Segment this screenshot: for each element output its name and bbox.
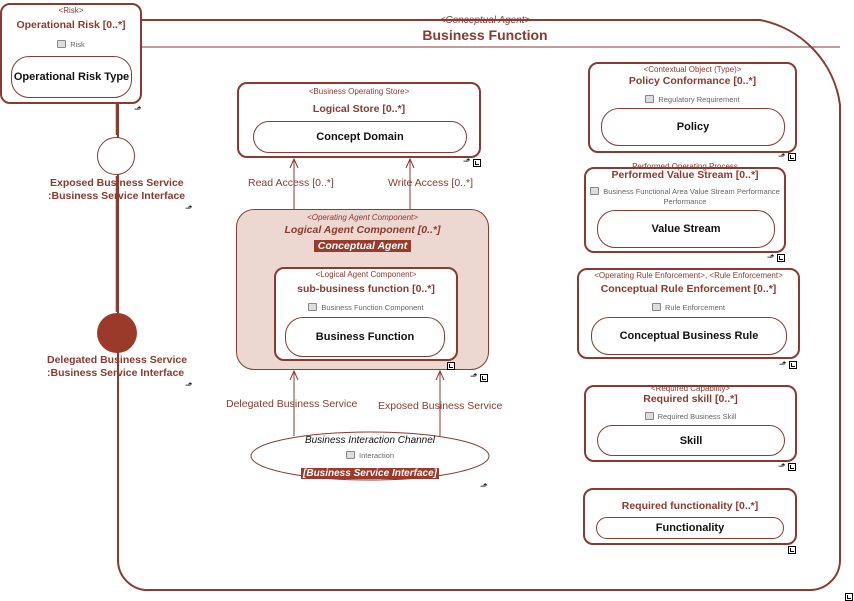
nested-icon[interactable] [845, 593, 853, 601]
expand-icon[interactable]: ⬏ [779, 359, 787, 369]
delegated-service-label: Delegated Business Service [226, 398, 358, 410]
frame-title: Business Function [422, 27, 548, 43]
expand-icon[interactable]: ⬏ [470, 371, 478, 381]
lac-type: Conceptual Agent [313, 240, 412, 252]
skill-box[interactable]: <Required Capability> Required skill [0.… [584, 384, 797, 462]
functionality-box[interactable]: Required functionality [0..*] Functional… [583, 488, 797, 545]
frame-stereotype: <Conceptual Agent> [439, 15, 531, 26]
expand-icon[interactable]: ⬏ [767, 252, 775, 262]
vs-inner[interactable]: Value Stream [597, 210, 775, 248]
policy-stereotype: <Contextual Object (Type)> [643, 65, 742, 74]
rule-type: Rule Enforcement [579, 303, 798, 312]
class-icon [57, 40, 67, 48]
class-icon [308, 303, 318, 311]
delegated-port-label-1: Delegated Business Service [47, 354, 188, 366]
risk-inner[interactable]: Operational Risk Type [11, 56, 132, 98]
nested-icon[interactable] [789, 361, 797, 369]
func-name: Required functionality [0..*] [621, 500, 759, 512]
expand-icon[interactable]: ⬏ [185, 380, 193, 390]
nested-icon[interactable] [447, 362, 455, 370]
vs-stereotype: Performed Operating Process [632, 162, 738, 171]
store-stereotype: <Business Operating Store> [308, 87, 410, 96]
skill-name: Required skill [0..*] [643, 393, 738, 405]
vs-type: Business Functional Area Value Stream Pe… [586, 187, 784, 196]
channel-name: Business Interaction Channel [304, 435, 436, 446]
func-inner[interactable]: Functionality [596, 517, 784, 539]
expand-icon[interactable]: ⬏ [480, 481, 488, 491]
sub-business-function[interactable]: <Logical Agent Component> sub-business f… [274, 267, 458, 361]
logical-agent-component[interactable]: <Operating Agent Component> Logical Agen… [236, 209, 489, 370]
expand-icon[interactable]: ⬏ [778, 461, 786, 471]
class-icon [644, 412, 654, 420]
lac-stereotype: <Operating Agent Component> [307, 213, 418, 222]
risk-box[interactable]: <Risk> Operational Risk [0..*] Risk Oper… [0, 3, 142, 104]
expand-icon[interactable]: ⬏ [778, 151, 786, 161]
delegated-port[interactable] [97, 313, 137, 353]
skill-type: Required Business Skill [586, 412, 795, 421]
logical-store-box[interactable]: <Business Operating Store> Logical Store… [237, 82, 481, 158]
nested-icon[interactable] [788, 463, 796, 471]
sub-name: sub-business function [0..*] [297, 283, 435, 295]
nested-icon[interactable] [788, 153, 796, 161]
store-inner[interactable]: Concept Domain [253, 121, 467, 153]
exposed-port[interactable] [97, 137, 135, 175]
sub-type: Business Function Component [276, 303, 456, 312]
risk-name: Operational Risk [0..*] [16, 19, 126, 31]
expand-icon[interactable]: ⬏ [463, 156, 471, 166]
channel-interface: [Business Service Interface] [301, 468, 439, 479]
nested-icon[interactable] [480, 374, 488, 382]
sub-stereotype: <Logical Agent Component> [315, 270, 417, 279]
vs-name: Performed Value Stream [0..*] [611, 169, 759, 181]
risk-type: Risk [2, 40, 140, 49]
rule-box[interactable]: <Operating Rule Enforcement>, <Rule Enfo… [577, 268, 800, 359]
delegated-port-label-2: :Business Service Interface [47, 367, 185, 379]
skill-stereotype: <Required Capability> [650, 384, 731, 393]
policy-box[interactable]: <Contextual Object (Type)> Policy Confor… [588, 62, 797, 153]
policy-name: Policy Conformance [0..*] [628, 75, 757, 87]
nested-icon[interactable] [473, 159, 481, 167]
policy-type: Regulatory Requirement [590, 95, 795, 104]
sub-inner[interactable]: Business Function [285, 317, 445, 357]
policy-inner[interactable]: Policy [601, 108, 785, 146]
channel-type: Interaction [251, 451, 489, 460]
nested-icon[interactable] [788, 546, 796, 554]
class-icon [651, 303, 661, 311]
class-icon [345, 451, 355, 459]
risk-stereotype: <Risk> [58, 6, 84, 15]
read-access-label: Read Access [0..*] [248, 177, 334, 189]
write-access-label: Write Access [0..*] [388, 177, 473, 189]
class-icon [590, 187, 600, 195]
skill-inner[interactable]: Skill [597, 425, 785, 456]
exposed-service-label: Exposed Business Service [378, 400, 503, 412]
store-name: Logical Store [0..*] [312, 103, 406, 115]
expand-icon[interactable]: ⬏ [185, 203, 193, 213]
exposed-port-label-1: Exposed Business Service [50, 177, 184, 189]
exposed-port-label-2: :Business Service Interface [48, 190, 186, 202]
rule-name: Conceptual Rule Enforcement [0..*] [600, 283, 777, 295]
value-stream-box[interactable]: Performed Operating Process Performed Va… [584, 162, 786, 253]
rule-inner[interactable]: Conceptual Business Rule [591, 317, 787, 355]
class-icon [645, 95, 655, 103]
expand-icon[interactable]: ⬏ [134, 104, 142, 114]
nested-icon[interactable] [777, 254, 785, 262]
rule-stereotype: <Operating Rule Enforcement>, <Rule Enfo… [594, 271, 783, 280]
lac-name: Logical Agent Component [0..*] [284, 224, 441, 236]
